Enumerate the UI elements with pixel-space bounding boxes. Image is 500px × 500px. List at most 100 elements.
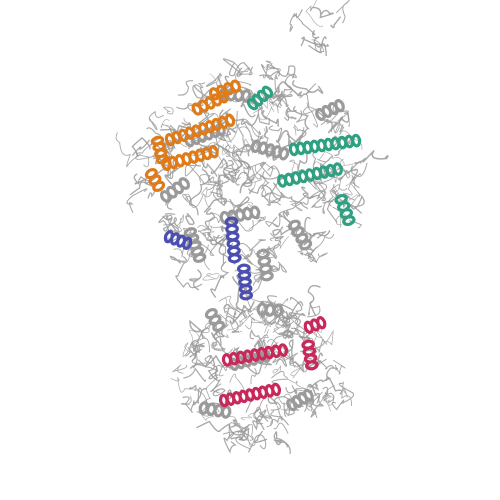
backbone-coil bbox=[218, 295, 239, 313]
backbone-helix bbox=[204, 308, 226, 332]
backbone-coil bbox=[202, 273, 220, 281]
backbone-coil bbox=[249, 161, 276, 183]
backbone-coil bbox=[196, 390, 211, 417]
backbone-coil bbox=[212, 180, 229, 207]
backbone-coil bbox=[278, 330, 294, 339]
backbone-coil bbox=[271, 370, 289, 384]
backbone-coil bbox=[297, 90, 312, 99]
backbone-coil bbox=[313, 161, 327, 186]
backbone-coil bbox=[260, 181, 281, 206]
backbone-coil bbox=[309, 6, 334, 19]
backbone-coil bbox=[272, 350, 294, 364]
backbone-coil bbox=[185, 212, 195, 226]
backbone-coil bbox=[287, 378, 306, 390]
backbone-coil bbox=[246, 295, 264, 323]
backbone-coil bbox=[269, 85, 292, 100]
backbone-coil bbox=[243, 165, 256, 188]
backbone-coil bbox=[273, 422, 289, 434]
backbone-coil bbox=[277, 261, 287, 273]
backbone-coil bbox=[213, 323, 229, 347]
teal-chain-helix bbox=[288, 133, 362, 157]
backbone-coil bbox=[223, 165, 241, 186]
backbone-coil bbox=[213, 235, 227, 267]
backbone-coil bbox=[292, 123, 299, 136]
backbone-helix bbox=[250, 139, 290, 161]
backbone-coil bbox=[226, 215, 254, 232]
backbone-coil bbox=[301, 186, 320, 200]
crimson-chain-helix bbox=[221, 343, 289, 367]
backbone-coil bbox=[322, 200, 334, 214]
backbone-coil bbox=[283, 296, 303, 323]
backbone-coil bbox=[265, 216, 279, 228]
backbone-coil bbox=[264, 236, 282, 259]
backbone-coil bbox=[341, 381, 353, 407]
backbone-coil bbox=[332, 189, 346, 203]
backbone-coil bbox=[222, 58, 243, 77]
backbone-coil bbox=[202, 212, 221, 230]
backbone-coil bbox=[254, 430, 268, 444]
backbone-coil bbox=[189, 384, 197, 392]
backbone-coil bbox=[335, 215, 343, 228]
backbone-coil bbox=[332, 105, 349, 122]
backbone-coil bbox=[200, 244, 211, 271]
backbone-coil bbox=[272, 365, 282, 374]
backbone-coil bbox=[211, 340, 226, 350]
backbone-coil bbox=[307, 285, 321, 317]
backbone-coil bbox=[188, 176, 214, 216]
backbone-coil bbox=[240, 413, 264, 425]
blue-chain-helix bbox=[224, 216, 242, 264]
backbone-coil bbox=[315, 252, 328, 264]
backbone-coil bbox=[256, 409, 267, 423]
backbone-coil bbox=[165, 213, 176, 221]
backbone-coil bbox=[182, 340, 200, 357]
backbone-coil bbox=[272, 312, 297, 333]
backbone-coil bbox=[162, 215, 180, 232]
backbone-coil bbox=[158, 215, 170, 232]
backbone-coil bbox=[226, 141, 243, 168]
helix-ribbons bbox=[144, 79, 362, 419]
backbone-coil bbox=[292, 79, 324, 94]
backbone-coil bbox=[309, 367, 338, 389]
backbone-coil bbox=[330, 16, 341, 29]
backbone-coil bbox=[197, 225, 210, 232]
backbone-coil bbox=[170, 376, 200, 393]
backbone-coil bbox=[322, 386, 335, 404]
backbone-coil bbox=[197, 230, 216, 242]
backbone-coil bbox=[189, 329, 200, 343]
backbone-coil bbox=[325, 111, 350, 134]
backbone-coil bbox=[352, 173, 361, 189]
backbone-helix bbox=[287, 219, 313, 251]
backbone-coil bbox=[235, 110, 253, 151]
orange-chain-helix bbox=[208, 79, 242, 101]
backbone-coil bbox=[280, 191, 309, 210]
backbone-helix bbox=[159, 177, 191, 203]
backbone-coil bbox=[126, 188, 148, 214]
backbone-coil bbox=[343, 111, 350, 127]
backbone-coil bbox=[209, 183, 223, 198]
backbone-coil bbox=[273, 431, 289, 448]
backbone-coil bbox=[174, 214, 184, 232]
backbone-coil bbox=[270, 401, 283, 421]
backbone-coil bbox=[228, 62, 254, 77]
backbone-helix bbox=[198, 401, 232, 419]
backbone-coil bbox=[219, 364, 228, 377]
backbone-coil bbox=[190, 341, 205, 356]
backbone-coil bbox=[201, 186, 211, 208]
backbone-coil bbox=[162, 106, 174, 115]
backbone-coil bbox=[328, 184, 348, 207]
backbone-coil bbox=[196, 81, 206, 89]
blue-chain-helix bbox=[237, 263, 253, 301]
backbone-coil bbox=[189, 354, 225, 370]
backbone-coil bbox=[275, 351, 287, 367]
backbone-coil bbox=[237, 424, 250, 436]
backbone-coil bbox=[239, 176, 255, 194]
backbone-coil bbox=[251, 166, 268, 183]
backbone-coil bbox=[282, 209, 292, 225]
backbone-coil bbox=[259, 64, 274, 81]
backbone-coil bbox=[261, 110, 279, 127]
backbone-coil bbox=[289, 9, 303, 32]
backbone-coil bbox=[229, 415, 241, 429]
backbone-helix bbox=[315, 99, 345, 121]
backbone-coil bbox=[180, 117, 192, 130]
